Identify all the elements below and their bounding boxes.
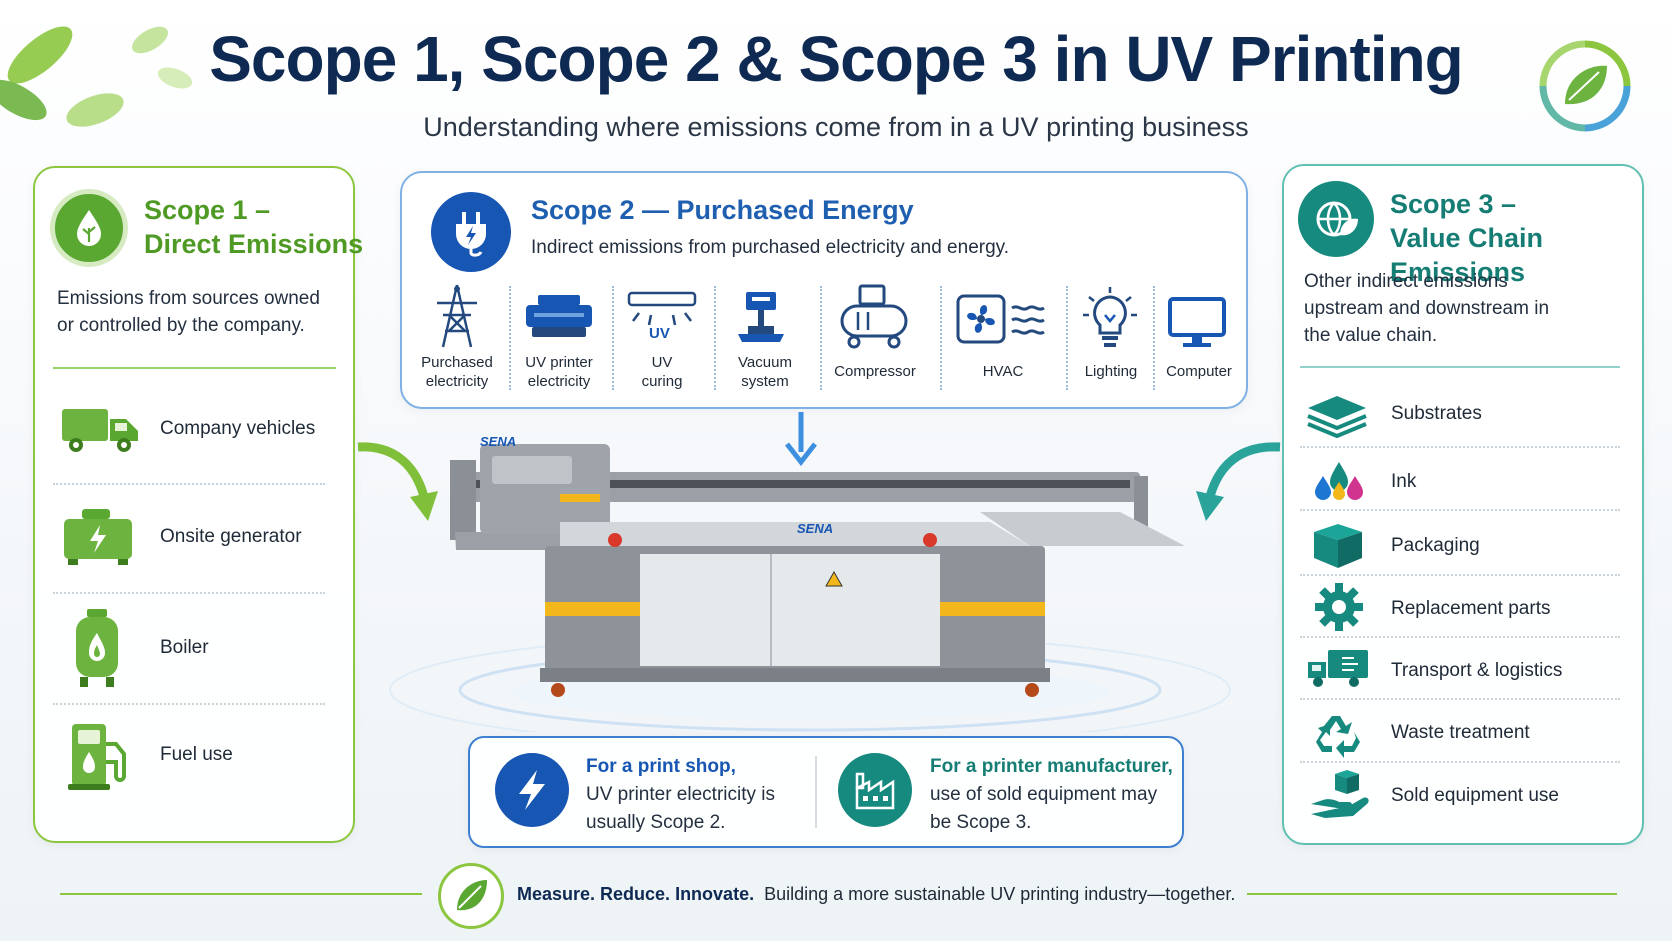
gear-icon	[1315, 583, 1363, 631]
plug-icon	[431, 192, 511, 272]
manufacturer-note-body: use of sold equipment may be Scope 3.	[930, 784, 1158, 833]
footer-tagline: Measure. Reduce. Innovate. Building a mo…	[517, 884, 1235, 905]
scope2-item-compressor: Compressor	[834, 363, 916, 380]
scope3-item-transport-logistics: Transport & logistics	[1391, 660, 1563, 681]
scope2-separator	[509, 286, 511, 390]
printer-brand-label: SENA	[797, 521, 834, 536]
scope3-item-sold-equipment-use: Sold equipment use	[1391, 785, 1559, 806]
scope1-item-company-vehicles: Company vehicles	[160, 418, 316, 439]
scope3-item-divider	[1300, 446, 1620, 448]
decorative-leaves-icon	[0, 26, 193, 127]
scope3-divider	[1300, 366, 1620, 368]
page-title: Scope 1, Scope 2 & Scope 3 in UV Printin…	[209, 23, 1464, 95]
scope2-item-lighting: Lighting	[1084, 363, 1138, 380]
printer-brand-label: SENA	[480, 434, 517, 449]
arrow-right-icon	[357, 442, 438, 521]
scope3-item-divider	[1300, 509, 1620, 511]
fuel-pump-icon	[68, 724, 126, 790]
boiler-icon	[76, 609, 118, 687]
scope2-item-hvac: HVAC	[982, 363, 1024, 380]
manufacturer-note-title: For a printer manufacturer,	[930, 756, 1173, 777]
monitor-icon	[1168, 297, 1226, 347]
scope1-title-line1: Scope 1 –	[144, 195, 271, 225]
uv-printer-illustration	[389, 444, 1231, 732]
uv-lamp-icon	[627, 291, 697, 326]
uv-badge: UV	[649, 325, 670, 342]
notes-panel	[468, 736, 1184, 848]
compressor-icon	[840, 284, 908, 349]
scope3-title-line2: Value Chain Emissions	[1390, 223, 1544, 287]
box-icon	[1314, 524, 1362, 568]
scope2-separator	[1066, 286, 1068, 390]
scope3-item-divider	[1300, 574, 1620, 576]
scope1-item-onsite-generator: Onsite generator	[160, 526, 302, 547]
ink-drops-icon	[1315, 462, 1363, 500]
scope1-item-fuel-use: Fuel use	[160, 744, 233, 765]
scope1-divider	[53, 367, 336, 369]
globe-leaf-icon	[1298, 181, 1374, 257]
generator-icon	[64, 509, 132, 565]
hand-box-icon	[1311, 770, 1369, 818]
hvac-icon	[956, 294, 1045, 344]
recycle-icon	[1316, 716, 1360, 758]
scope3-item-divider	[1300, 636, 1620, 638]
print-shop-note-title: For a print shop,	[586, 756, 736, 777]
scope3-item-packaging: Packaging	[1391, 535, 1480, 556]
layers-icon	[1307, 396, 1367, 438]
scope3-title-line1: Scope 3 –	[1390, 189, 1517, 219]
lightning-icon	[495, 753, 569, 827]
print-shop-note-body: UV printer electricity is usually Scope …	[586, 784, 775, 833]
scope2-separator	[820, 286, 822, 390]
footer-bold-text: Measure. Reduce. Innovate.	[517, 884, 755, 904]
scope1-item-divider	[53, 703, 325, 705]
scope3-item-replacement-parts: Replacement parts	[1391, 598, 1551, 619]
delivery-truck-icon	[1308, 650, 1368, 687]
scope3-item-divider	[1300, 761, 1620, 763]
scope1-item-divider	[53, 483, 325, 485]
scope3-item-divider	[1300, 698, 1620, 700]
scope2-item-computer: Computer	[1166, 363, 1232, 380]
scope2-separator	[1153, 286, 1155, 390]
scope2-description: Indirect emissions from purchased electr…	[531, 237, 1010, 258]
page-subtitle: Understanding where emissions come from …	[423, 112, 1249, 142]
recycle-leaf-icon	[1539, 40, 1631, 132]
scope2-separator	[714, 286, 716, 390]
notes-divider	[815, 756, 817, 828]
printer-icon	[526, 295, 592, 337]
scope2-panel	[400, 171, 1248, 409]
footer-leaf-icon	[438, 863, 504, 929]
scope2-separator	[612, 286, 614, 390]
factory-icon	[838, 753, 912, 827]
footer-right-rule	[1247, 893, 1617, 895]
power-tower-icon	[437, 284, 477, 348]
scope2-title: Scope 2 — Purchased Energy	[531, 195, 914, 225]
bulb-icon	[1083, 287, 1137, 347]
arrow-left-icon	[1196, 442, 1281, 521]
scope3-description: Other indirect emissions upstream and do…	[1304, 271, 1550, 346]
scope1-title-line2: Direct Emissions	[144, 229, 364, 259]
footer-text: Building a more sustainable UV printing …	[764, 884, 1236, 904]
leaf-drop-icon	[50, 189, 128, 267]
scope2-separator	[940, 286, 942, 390]
scope3-item-waste-treatment: Waste treatment	[1391, 722, 1530, 743]
scope3-item-substrates: Substrates	[1391, 403, 1482, 424]
scope1-item-divider	[53, 592, 325, 594]
scope1-description: Emissions from sources owned or controll…	[57, 288, 320, 336]
vacuum-icon	[738, 292, 784, 342]
truck-icon	[62, 409, 138, 452]
footer-left-rule	[60, 893, 422, 895]
scope1-item-boiler: Boiler	[160, 637, 209, 658]
scope3-item-ink: Ink	[1391, 471, 1417, 492]
arrow-down-icon	[785, 412, 817, 466]
